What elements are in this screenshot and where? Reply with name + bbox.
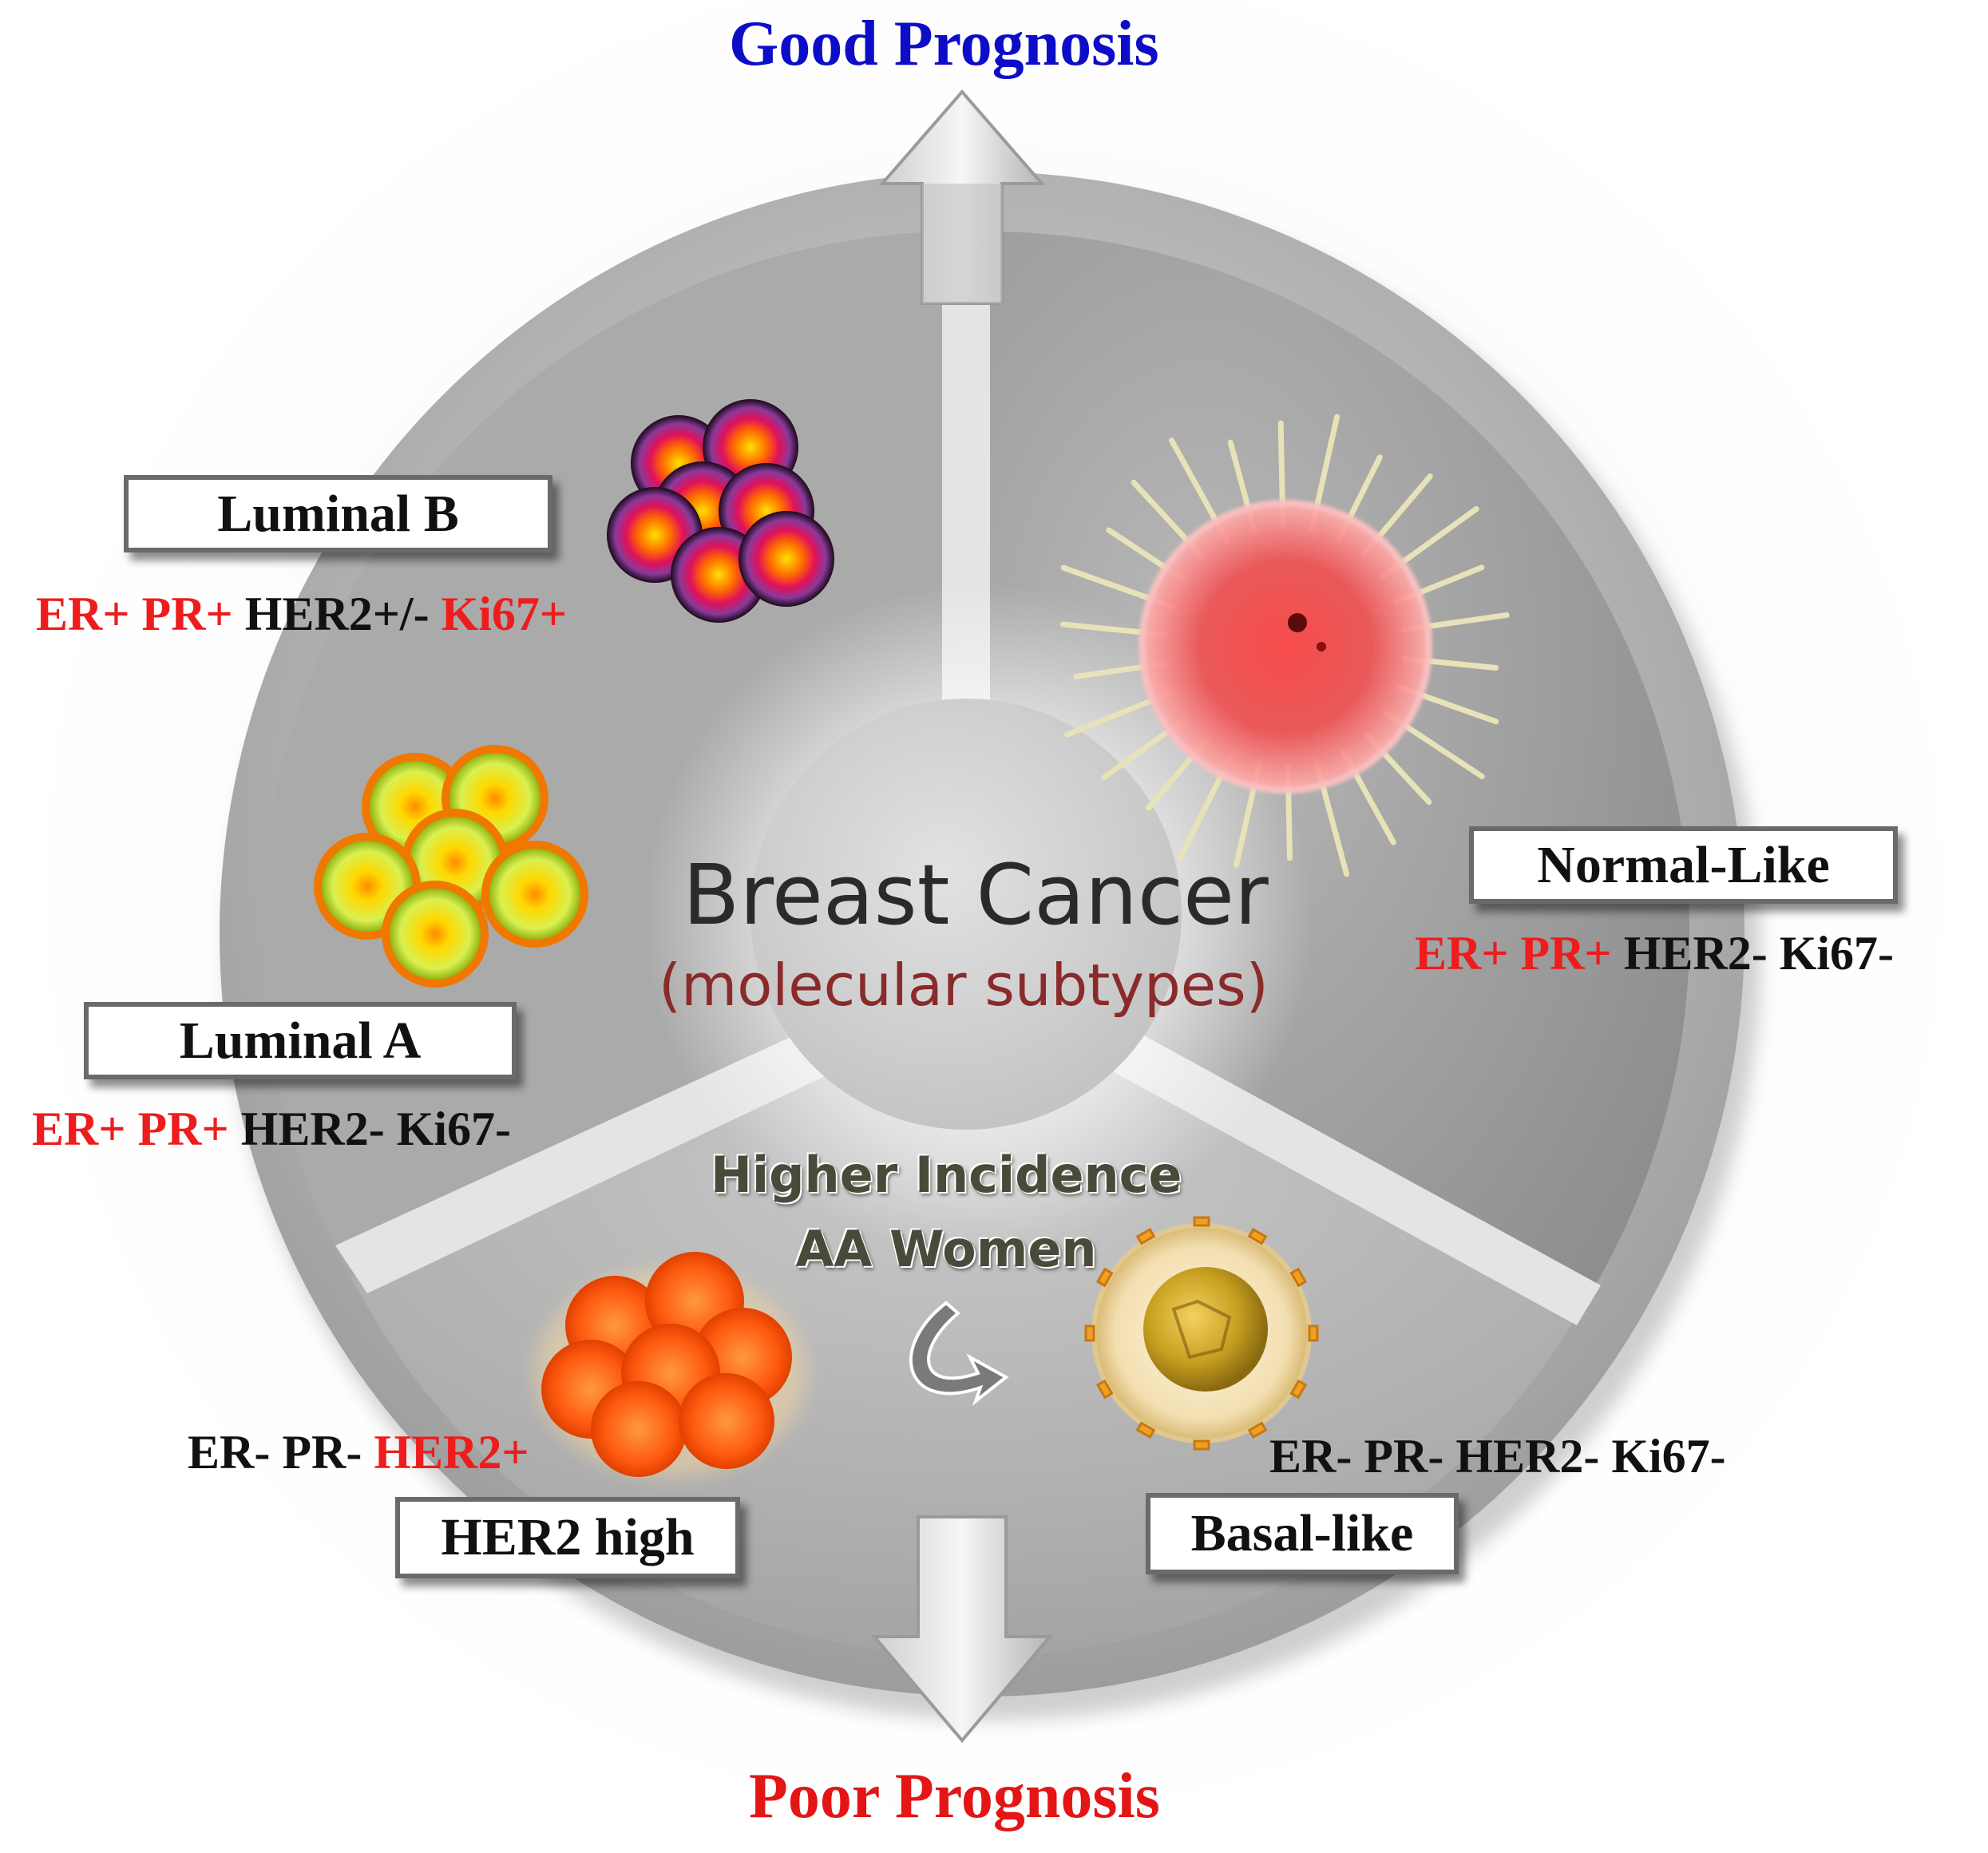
cell-receptor [1084,1324,1095,1342]
curved-arrow-icon [909,1301,1009,1406]
her2-high-her2: HER2+ [374,1426,529,1479]
luminal-a-pr: PR+ [137,1103,229,1155]
center-hub [750,699,1182,1130]
luminal-a-her2: HER2- [240,1103,385,1155]
luminal-a-ki67: Ki67- [396,1103,512,1155]
normal-like-markers: ER+ PR+ HER2- Ki67- [1415,926,1894,981]
luminal-b-pr: PR+ [141,588,233,640]
cell-receptor [1135,1421,1156,1439]
basal-like-markers: ER- PR- HER2- Ki67- [1269,1429,1726,1484]
cell-receptor [1247,1421,1268,1439]
her2-high-cells-icon [535,1252,806,1477]
her2-high-label: HER2 high [395,1497,740,1578]
normal-like-er: ER+ [1415,927,1509,980]
up-arrow [878,89,1046,305]
luminal-b-cells-icon [607,399,834,623]
normal-like-cell-icon [1059,414,1510,877]
incidence-line-1: Higher Incidence [711,1146,1182,1204]
luminal-b-her2: HER2+/- [244,588,430,640]
basal-like-her2: HER2- [1455,1430,1600,1483]
cell-receptor [1193,1216,1210,1227]
good-prognosis-title: Good Prognosis [729,9,1159,79]
her2-high-markers: ER- PR- HER2+ [188,1425,529,1480]
cell-receptor [1095,1379,1114,1400]
down-arrow [870,1515,1054,1744]
luminal-b-label: Luminal B [124,475,552,552]
poor-prognosis-title: Poor Prognosis [749,1761,1160,1831]
cell-receptor [1308,1324,1319,1342]
basal-like-pr: PR- [1364,1430,1444,1483]
basal-like-label: Basal-like [1146,1493,1459,1574]
basal-like-ki67: Ki67- [1611,1430,1726,1483]
basal-like-cell-icon [1084,1216,1319,1451]
incidence-line-2: AA Women [795,1220,1097,1278]
luminal-b-markers: ER+ PR+ HER2+/- Ki67+ [36,587,567,642]
her2-high-pr: PR- [282,1426,362,1479]
normal-like-pr: PR+ [1520,927,1612,980]
center-title: Breast Cancer [683,846,1269,944]
normal-like-label: Normal-Like [1469,826,1898,904]
luminal-b-er: ER+ [36,588,130,640]
luminal-a-label: Luminal A [84,1002,517,1079]
cell-receptor [1289,1267,1308,1288]
cell-receptor [1095,1267,1114,1288]
her2-high-er: ER- [188,1426,271,1479]
cell-receptor [1193,1439,1210,1451]
luminal-b-ki67: Ki67+ [441,588,568,640]
center-subtitle: (molecular subtypes) [659,952,1269,1019]
normal-like-ki67: Ki67- [1779,927,1895,980]
luminal-a-cells-icon [314,745,588,988]
basal-like-er: ER- [1269,1430,1352,1483]
normal-like-her2: HER2- [1623,927,1768,980]
cell-receptor [1135,1227,1156,1245]
luminal-a-markers: ER+ PR+ HER2- Ki67- [32,1102,511,1157]
cell-receptor [1247,1227,1268,1245]
luminal-a-er: ER+ [32,1103,126,1155]
cell-receptor [1289,1379,1308,1400]
